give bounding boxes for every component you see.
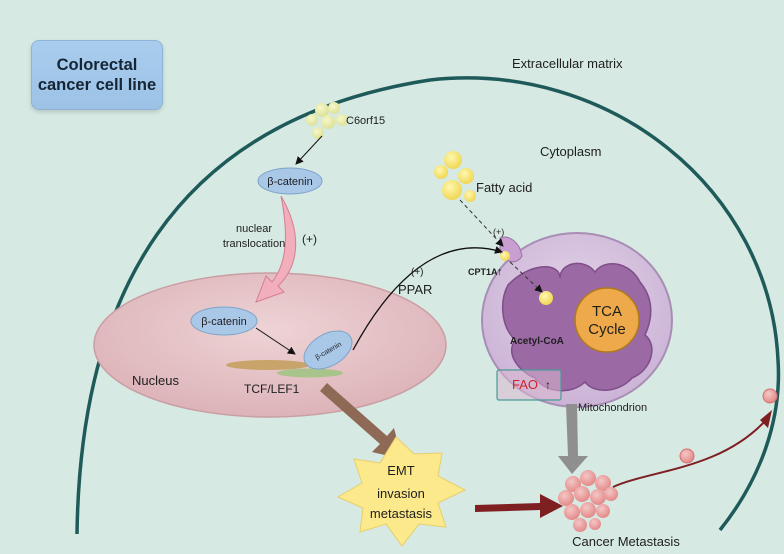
- arrow-c6orf15-to-bcatenin: [295, 135, 323, 165]
- cpt1a-dashed-arrow: [509, 261, 543, 293]
- translocation-label: translocation: [223, 238, 285, 250]
- plus-cpt1a: (+): [493, 227, 504, 237]
- tcf-lef1-complex: [226, 360, 310, 370]
- arrow-mito-to-metastasis: [558, 404, 588, 474]
- metastasis-path-arrow: [612, 419, 767, 488]
- tumor-cluster: [558, 470, 618, 532]
- emt-label-line2: invasion: [377, 486, 425, 501]
- metastasis-arrowhead: [760, 410, 772, 428]
- title-line-1: Colorectal: [56, 56, 138, 74]
- beta-catenin-cytoplasm: [257, 167, 323, 195]
- fao-box: [496, 369, 562, 401]
- extracellular-matrix-label: Extracellular matrix: [512, 56, 623, 71]
- cytoplasm-label: Cytoplasm: [540, 144, 601, 159]
- fao-label: FAO: [512, 377, 538, 392]
- arrow-tcf-to-emt: [320, 383, 402, 459]
- title-line-2: cancer cell line: [37, 76, 157, 94]
- beta-catenin-cytoplasm-label: β-catenin: [267, 176, 312, 188]
- cpt1a-label: CPT1A: [468, 267, 498, 277]
- tca-cycle: [574, 287, 640, 353]
- nucleus-label: Nucleus: [132, 373, 179, 388]
- tca-label-line2: Cycle: [588, 321, 626, 338]
- arrow-emt-to-metastasis: [475, 494, 563, 518]
- circulating-cell: [679, 448, 695, 464]
- tcf-lef1-green-bar: [277, 368, 343, 378]
- ppar-arrow: [352, 246, 503, 351]
- tcf-lef1-label: TCF/LEF1: [244, 382, 300, 396]
- beta-catenin-nucleus: [190, 306, 258, 336]
- plus-translocation: (+): [302, 232, 317, 246]
- metastatic-cell: [762, 388, 778, 404]
- cpt1a-up-arrow: ↑: [497, 266, 503, 278]
- nuclear-translocation-arrow: [255, 195, 297, 303]
- plus-ppar: (+): [411, 267, 424, 278]
- ppar-label: PPAR: [398, 282, 432, 297]
- beta-catenin-bound: [303, 330, 353, 370]
- tca-label-line1: TCA: [592, 303, 622, 320]
- fao-up-arrow: ↑: [545, 378, 551, 392]
- cell-line-title: Colorectal cancer cell line: [31, 40, 163, 110]
- emt-burst: [336, 436, 467, 547]
- mitochondrion-label: Mitochondrion: [578, 402, 647, 414]
- beta-catenin-nucleus-label: β-catenin: [201, 316, 246, 328]
- arrow-bcatenin-to-tcf: [255, 327, 296, 355]
- cancer-metastasis-label: Cancer Metastasis: [572, 534, 680, 549]
- c6orf15-cluster: [306, 102, 348, 139]
- fatty-acid-cluster: [434, 151, 476, 202]
- emt-label-line1: EMT: [387, 463, 415, 478]
- emt-label-line3: metastasis: [370, 506, 433, 521]
- fatty-acid-inside: [539, 291, 553, 305]
- fatty-acid-dashed-arrow: [459, 199, 504, 247]
- fatty-acid-label: Fatty acid: [476, 180, 532, 195]
- c6orf15-label: C6orf15: [346, 115, 385, 127]
- cell-membrane: [75, 76, 781, 535]
- nucleus: [93, 272, 447, 418]
- acetyl-coa-label: Acetyl-CoA: [510, 336, 564, 347]
- nuclear-label: nuclear: [236, 223, 272, 235]
